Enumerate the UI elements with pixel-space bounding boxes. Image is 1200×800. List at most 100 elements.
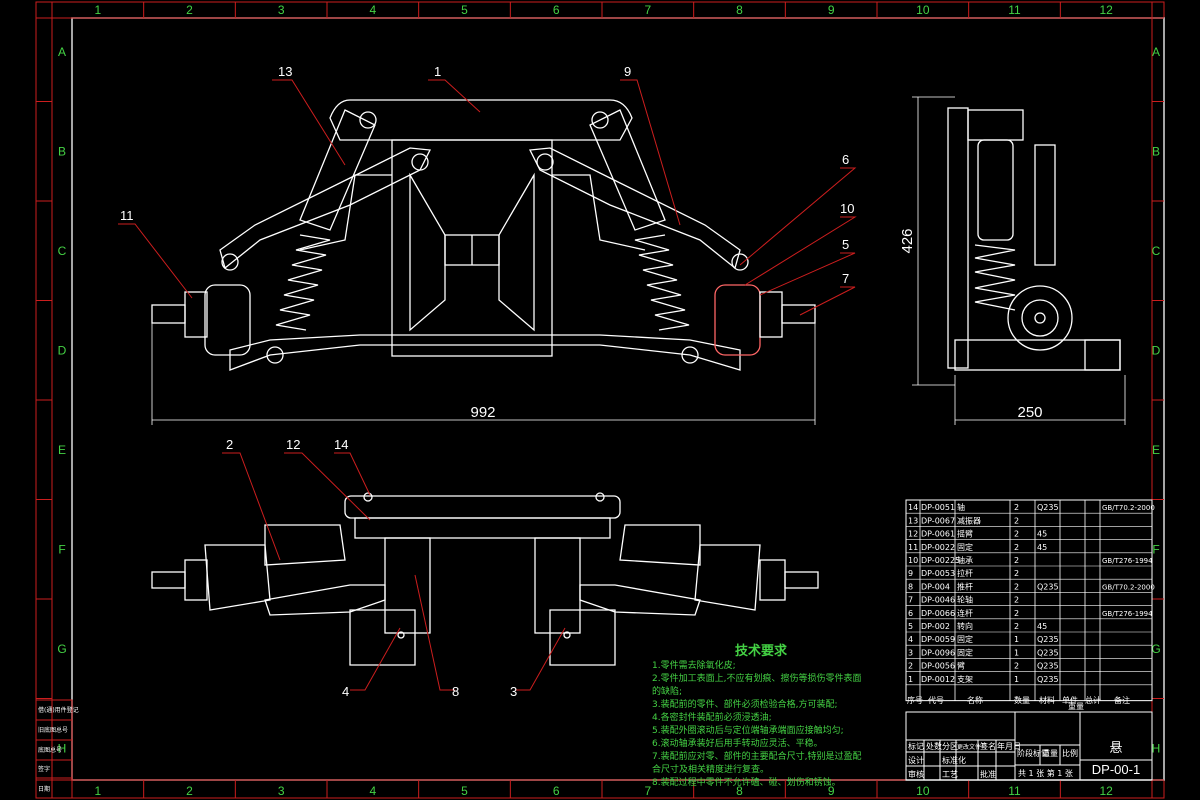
parts-row-material: Q235 xyxy=(1037,675,1059,684)
callout-8: 8 xyxy=(452,684,459,699)
top-axle-right xyxy=(784,571,819,589)
tb-label: 比例 xyxy=(1062,748,1078,758)
parts-row-qty: 2 xyxy=(1014,569,1019,578)
parts-row-no: 3 xyxy=(908,648,913,657)
side-spring xyxy=(974,244,1016,311)
parts-table-header: 备注 xyxy=(1114,695,1130,705)
pivot-lower-right xyxy=(681,346,699,364)
ruler-col-top: 3 xyxy=(278,3,285,17)
hub-right xyxy=(759,291,783,338)
parts-row-material: 45 xyxy=(1037,622,1047,631)
ruler-row-right: D xyxy=(1152,343,1161,357)
callout-12: 12 xyxy=(286,437,300,452)
ruler-row-left: C xyxy=(58,244,67,258)
note-line: 6.滚动轴承装好后用手转动应灵活、平稳。 xyxy=(652,737,823,749)
parts-row-name: 轴承 xyxy=(957,555,973,565)
frame-top-bar xyxy=(329,99,633,141)
parts-row-qty: 1 xyxy=(1014,635,1019,644)
ruler-col-top: 4 xyxy=(369,3,376,17)
parts-row-no: 2 xyxy=(908,662,913,671)
note-line: 5.装配外圈滚动后与定位端轴承端面应接触均匀; xyxy=(652,724,844,736)
parts-row-no: 6 xyxy=(908,609,913,618)
parts-row-code: DP-0012 xyxy=(921,675,955,684)
parts-row-name: 摇臂 xyxy=(957,529,973,539)
parts-row-no: 4 xyxy=(908,635,913,644)
top-frame-bar xyxy=(354,517,611,539)
callout-11: 11 xyxy=(120,208,134,223)
axle-right xyxy=(781,304,816,324)
parts-row-code: DP-0046 xyxy=(921,596,955,605)
side-top-bracket xyxy=(967,109,1024,141)
parts-row-name: 拉杆 xyxy=(957,568,973,578)
parts-row-no: 1 xyxy=(908,675,913,684)
parts-row-qty: 2 xyxy=(1014,556,1019,565)
stamp-label: 旧底图总号 xyxy=(38,726,68,734)
outer-frame xyxy=(35,1,1165,799)
shock-right-body xyxy=(589,109,666,231)
parts-row-qty: 2 xyxy=(1014,582,1019,591)
ruler-row-right: G xyxy=(1151,642,1160,656)
drawing-number: DP-00-1 xyxy=(1092,762,1140,777)
ruler-row-left: H xyxy=(58,741,67,755)
ruler-col-bottom: 7 xyxy=(644,784,651,798)
ruler-col-top: 11 xyxy=(1008,3,1021,17)
top-plate xyxy=(344,495,621,519)
note-line: 2.零件加工表面上,不应有划痕、擦伤等损伤零件表面 xyxy=(652,672,861,684)
upright-right xyxy=(714,284,761,356)
parts-row-code: DP-0022 xyxy=(921,543,955,552)
technical-notes: 技术要求 1.零件需去除氧化皮; 2.零件加工表面上,不应有划痕、擦伤等损伤零件… xyxy=(652,643,861,788)
ruler-row-left: D xyxy=(58,343,67,357)
tb-label: 分区 xyxy=(942,742,958,751)
note-line: 3.装配前的零件、部件必须检验合格,方可装配; xyxy=(652,698,837,710)
tb-label: 标记 xyxy=(908,741,924,751)
stamp-label: 签字 xyxy=(38,765,50,773)
callout-14: 14 xyxy=(334,437,348,452)
parts-row-name: 臂 xyxy=(957,661,965,671)
parts-table-header: 材料 xyxy=(1039,695,1055,705)
ruler-row-right: H xyxy=(1152,741,1161,755)
spring-left xyxy=(275,234,331,331)
tb-label: 更改文件号 xyxy=(957,743,987,751)
frame-window-right xyxy=(498,172,535,332)
parts-row-qty: 2 xyxy=(1014,622,1019,631)
ruler-col-bottom: 9 xyxy=(828,784,835,798)
parts-row-standard: GB/T70.2-2000 xyxy=(1102,583,1155,591)
parts-row-standard: GB/T276-1994 xyxy=(1102,610,1153,618)
ruler-col-bottom: 8 xyxy=(736,784,743,798)
parts-row-name: 轴 xyxy=(957,502,965,512)
parts-row-no: 12 xyxy=(908,530,918,539)
stamp-label: 底图总号 xyxy=(38,746,62,754)
top-shock-left xyxy=(264,524,346,566)
tb-label: 处数 xyxy=(926,741,942,751)
ruler-col-bottom: 12 xyxy=(1099,784,1113,798)
ruler-col-top: 7 xyxy=(644,3,651,17)
parts-table-header: 总计 xyxy=(1085,695,1101,705)
parts-row-material: Q235 xyxy=(1037,503,1059,512)
parts-row-no: 5 xyxy=(908,622,913,631)
parts-table-header: 数量 xyxy=(1014,695,1030,705)
ruler-col-top: 9 xyxy=(828,3,835,17)
upper-a-arm-right xyxy=(528,147,741,270)
ruler-col-bottom: 11 xyxy=(1008,784,1021,798)
top-upright-right xyxy=(694,544,761,611)
callout-labels: 1 13 9 6 10 5 7 11 2 12 14 4 8 3 xyxy=(120,64,854,699)
sheet-count: 共 1 张 第 1 张 xyxy=(1018,768,1073,778)
parts-row-material: Q235 xyxy=(1037,662,1059,671)
ruler-col-bottom: 3 xyxy=(278,784,285,798)
parts-row-name: 固定 xyxy=(957,634,973,644)
ruler-col-top: 6 xyxy=(553,3,560,17)
parts-row-no: 14 xyxy=(908,503,918,512)
parts-table-header: 重量 xyxy=(1068,701,1084,711)
parts-row-no: 10 xyxy=(908,556,918,565)
parts-table-header: 序号 xyxy=(907,695,923,705)
ruler-ticks xyxy=(36,2,1164,798)
side-hub-inner xyxy=(1021,299,1059,337)
parts-row-code: DP-004 xyxy=(921,582,950,591)
dimension-side xyxy=(912,96,1126,425)
stamp-label: 日期 xyxy=(38,785,50,793)
parts-row-code: DP-0061 xyxy=(921,530,955,539)
pivot-lower-left xyxy=(266,346,284,364)
side-lower-arm xyxy=(954,339,1121,371)
parts-row-no: 13 xyxy=(908,516,918,525)
